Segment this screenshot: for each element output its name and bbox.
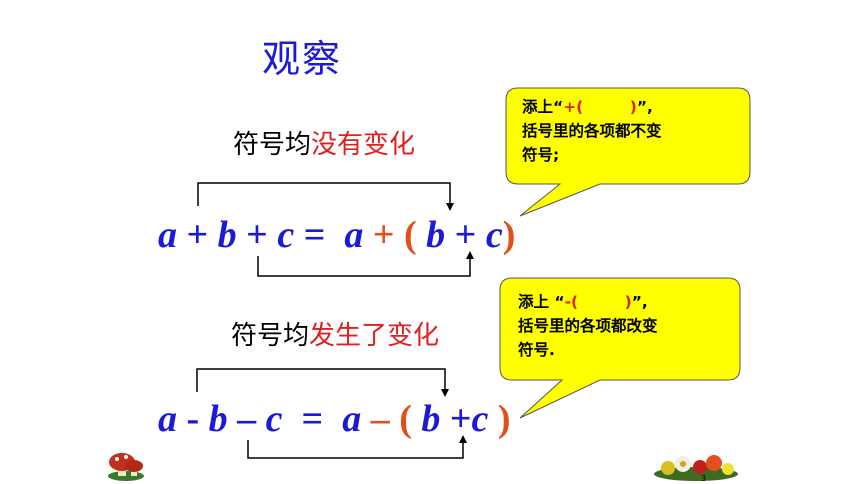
eq2-b: b: [208, 398, 228, 440]
equation-1: a + b + c = a + ( b + c): [158, 213, 515, 257]
eq1-rparen: ): [502, 214, 516, 256]
eq1-plus-2: +: [246, 214, 268, 256]
flower-decoration-icon: [654, 455, 738, 481]
eq2-c2: c: [471, 398, 489, 440]
eq1-plus-4: +: [454, 214, 477, 256]
page-title: 观察: [262, 37, 343, 81]
callout-2-line-1-suffix: ”,: [631, 293, 648, 311]
callout-2-line-1: 添上 “-( )”,: [518, 290, 658, 314]
callout-text-1: 添上“+( )”, 括号里的各项都不变 符号;: [522, 95, 662, 167]
callout-1-line-1-suffix: ”,: [636, 98, 653, 116]
arrow-head-bottom-1: [466, 251, 474, 259]
arrow-head-top-1: [446, 203, 454, 211]
bracket-top-2: [196, 368, 446, 392]
callout-bubble-2: [499, 277, 741, 419]
bracket-top-1: [197, 182, 451, 206]
eq1-plus-1: +: [186, 214, 209, 256]
eq1-lparen: (: [404, 214, 417, 256]
equation-2: a - b – c = a – ( b +c ): [158, 397, 511, 441]
callout-1-line-1: 添上“+( )”,: [522, 95, 662, 119]
eq2-minus-1: -: [186, 398, 200, 440]
callout-2-line-3: 符号.: [518, 341, 555, 359]
eq1-c: c: [277, 214, 295, 256]
eq1-plus-3: +: [372, 214, 395, 256]
eq1-a: a: [158, 214, 177, 256]
callout-2-line-1-red: -( ): [564, 293, 632, 311]
eq2-plus-4: +: [449, 398, 472, 440]
eq2-minus-2: –: [237, 398, 257, 440]
eq2-rparen: ): [497, 398, 511, 440]
eq1-b: b: [217, 214, 237, 256]
callout-1-line-3: 符号;: [522, 146, 560, 164]
label-changed: 符号均发生了变化: [231, 315, 439, 352]
bracket-bottom-2: [247, 440, 464, 459]
callout-1-line-1-prefix: 添上“: [522, 98, 564, 116]
arrow-head-bottom-2: [459, 435, 467, 443]
label-changed-highlight: 发生了变化: [309, 321, 440, 351]
eq2-equals: =: [301, 398, 324, 440]
mushroom-decoration-icon: [108, 453, 144, 481]
eq1-equals: =: [303, 214, 326, 256]
label-no-change: 符号均没有变化: [233, 124, 415, 161]
callout-text-2: 添上 “-( )”, 括号里的各项都改变 符号.: [518, 290, 658, 362]
arrow-head-top-2: [441, 389, 449, 397]
callout-1-line-1-red: +( ): [563, 98, 637, 116]
eq2-a2: a: [342, 398, 362, 440]
page-number: 3: [701, 474, 707, 483]
eq1-b2: b: [426, 214, 446, 256]
bracket-bottom-1: [257, 256, 471, 277]
callout-1-line-2: 括号里的各项都不变: [522, 122, 662, 140]
eq2-b2: b: [421, 398, 441, 440]
callout-2-line-1-prefix: 添上 “: [518, 293, 565, 311]
eq1-a2: a: [344, 214, 364, 256]
label-changed-prefix: 符号均: [231, 321, 310, 351]
callout-bubble-1: [505, 87, 751, 217]
eq2-lparen: (: [399, 398, 412, 440]
eq2-a: a: [158, 398, 177, 440]
eq1-c2: c: [485, 214, 503, 256]
eq2-minus-3: –: [370, 398, 390, 440]
label-no-change-prefix: 符号均: [233, 130, 312, 160]
callout-2-line-2: 括号里的各项都改变: [518, 317, 658, 335]
label-no-change-highlight: 没有变化: [311, 130, 416, 160]
eq2-c: c: [265, 398, 283, 440]
